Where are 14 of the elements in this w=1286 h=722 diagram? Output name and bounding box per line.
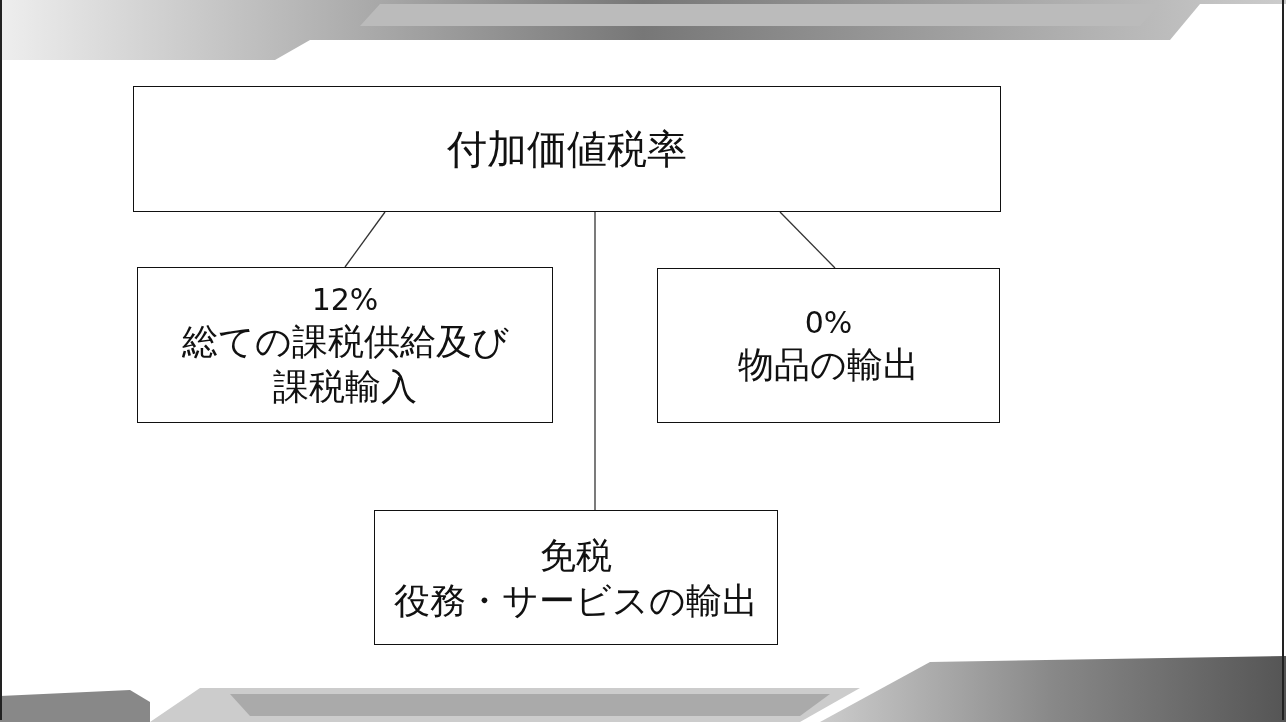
box-heading: 0% (804, 304, 853, 342)
text-box (657, 268, 1000, 423)
box-text: 役務・サービスの輸出 (394, 578, 758, 623)
box-text: 総ての課税供給及び課税輸入 (180, 319, 510, 409)
connector-line (779, 211, 836, 269)
box-heading: 12% (311, 281, 379, 319)
text-box (133, 86, 1001, 212)
text-box (374, 510, 778, 645)
text-box (137, 267, 553, 423)
box-heading: 付加価値税率 (447, 125, 687, 174)
connector-line (344, 211, 386, 268)
box-text: 物品の輸出 (738, 342, 919, 387)
box-heading: 免税 (540, 533, 612, 578)
connector-line (594, 211, 596, 511)
